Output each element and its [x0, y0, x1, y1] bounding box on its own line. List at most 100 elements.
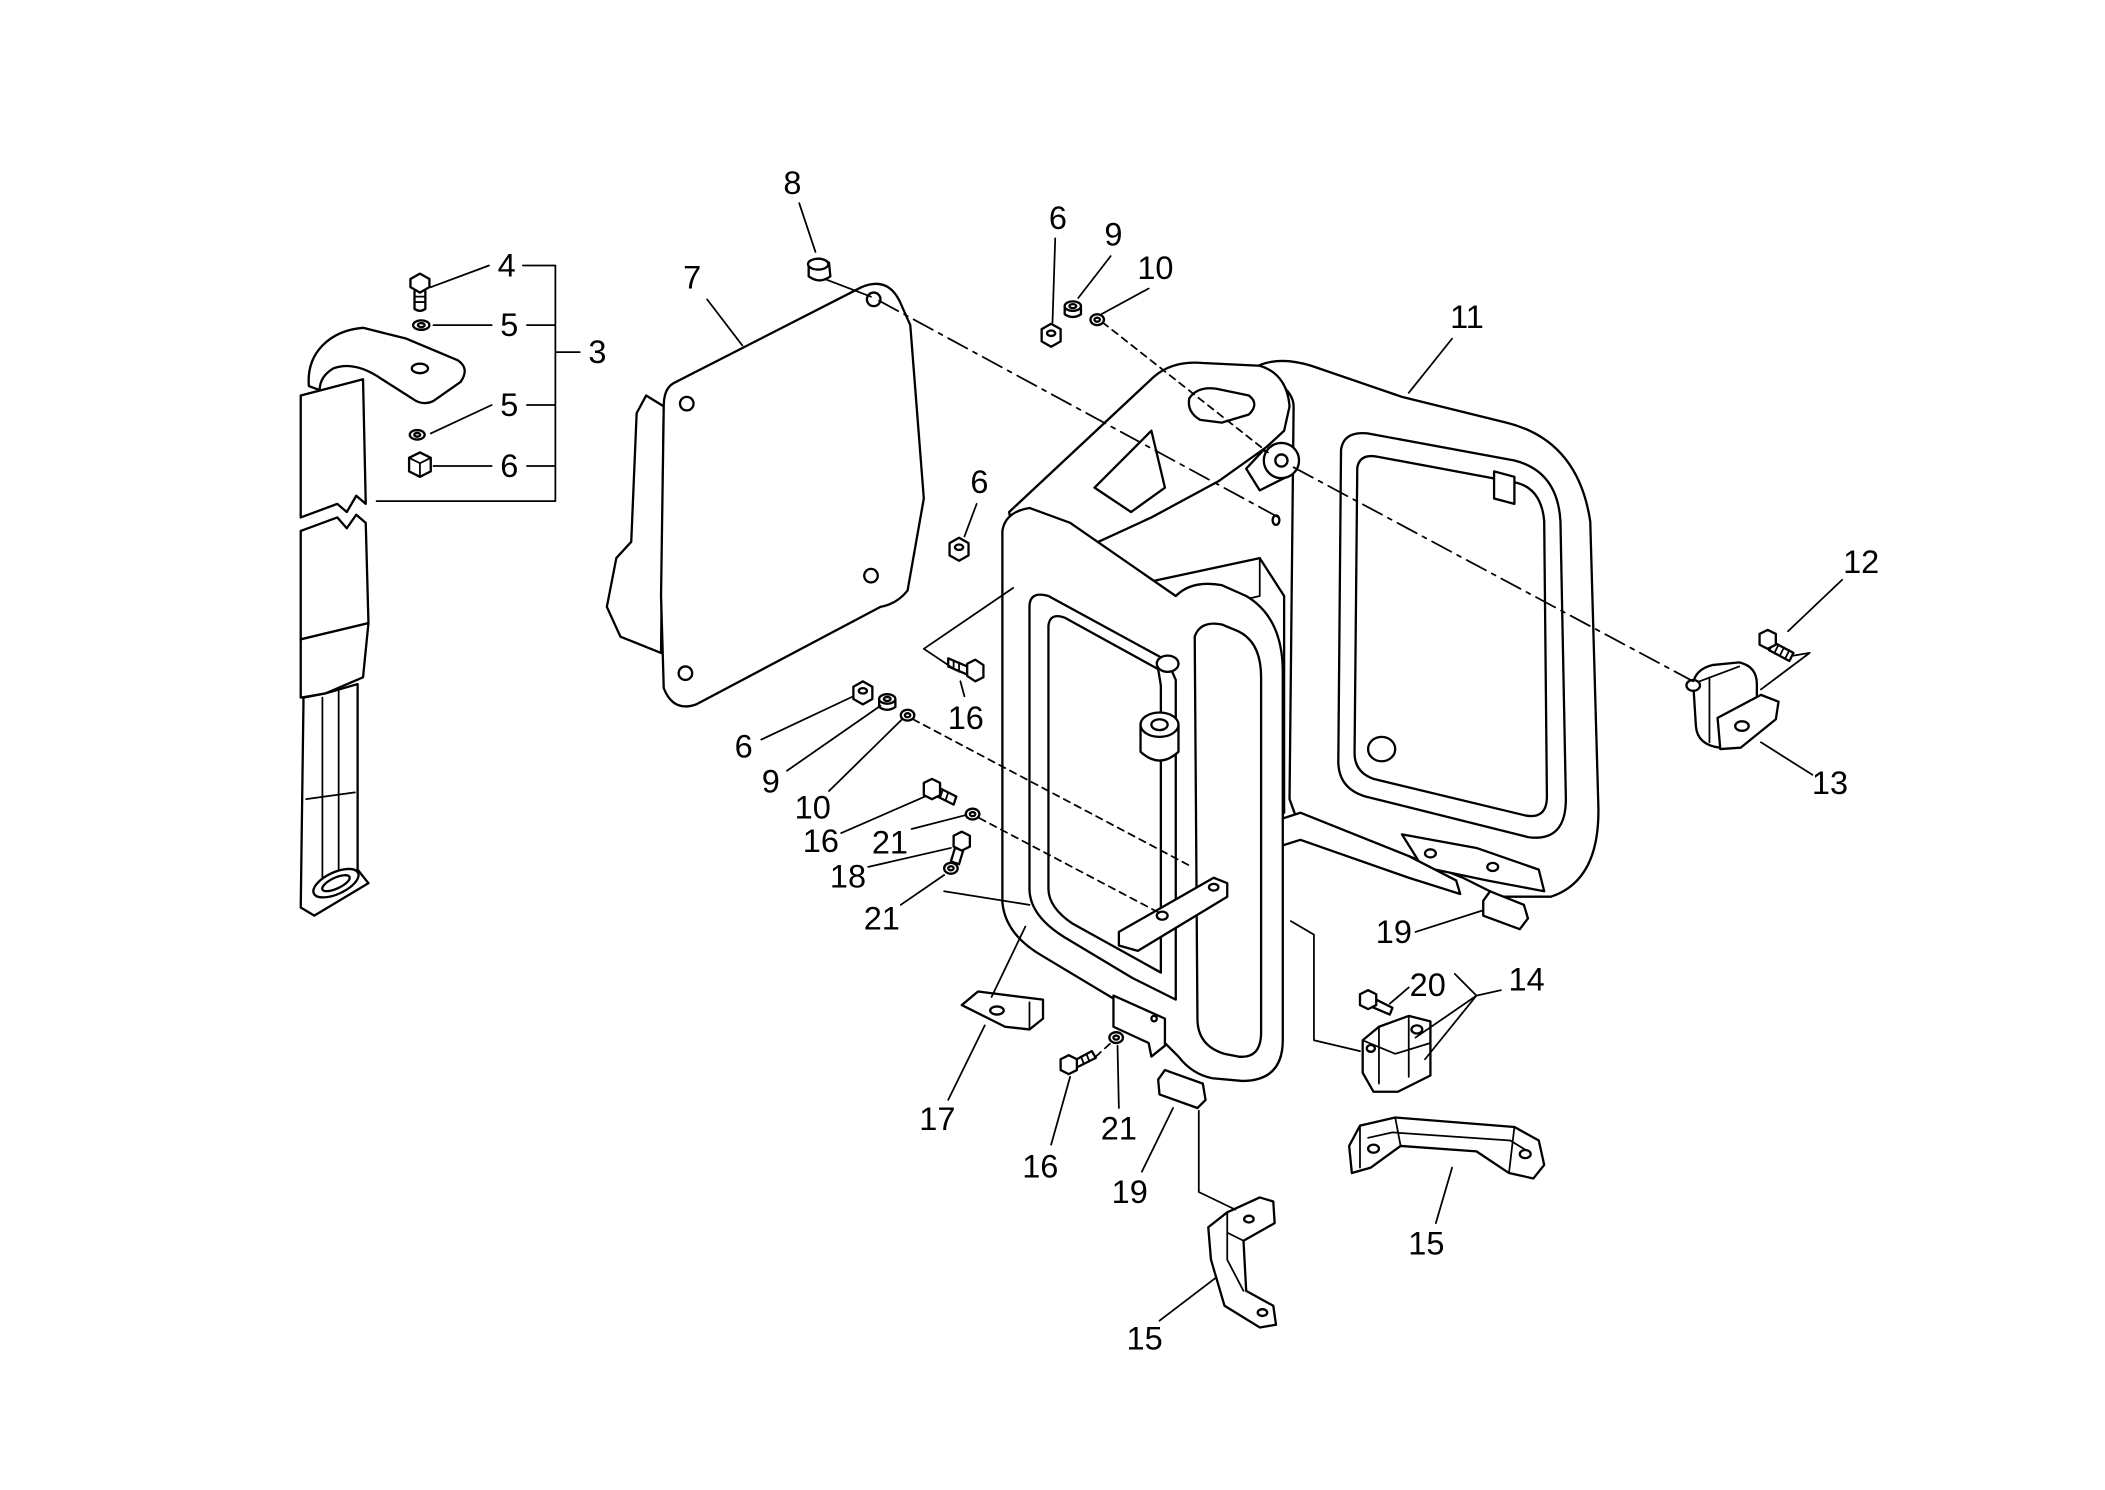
bolt-thread	[1080, 1052, 1090, 1065]
callout-20: 20	[1410, 967, 1446, 1003]
panel-face	[659, 282, 925, 708]
assembly-line	[1760, 652, 1811, 691]
panel-hole	[678, 395, 695, 412]
spacer-hole	[882, 695, 892, 703]
washer-10-top	[1089, 313, 1106, 327]
leader-line	[910, 814, 966, 830]
assembly-line	[922, 586, 1015, 672]
bracket-hole	[1734, 720, 1750, 732]
frame-upper-boss	[1155, 654, 1180, 674]
leader-line	[1414, 909, 1485, 933]
washer-5-lower	[408, 428, 426, 441]
bracket-flange	[1716, 693, 1780, 751]
callout-13: 13	[1812, 765, 1848, 801]
part-clip-14	[1361, 1014, 1432, 1093]
callout-16-middle: 16	[948, 700, 984, 736]
callout-8: 8	[783, 165, 801, 201]
washer-hole	[968, 810, 977, 818]
callout-18: 18	[830, 858, 866, 894]
assembly-line	[943, 890, 1031, 998]
frame-bottom-tab-hole	[1150, 1014, 1158, 1023]
part-channel-15-right	[1347, 1116, 1546, 1180]
leader-line	[1116, 1044, 1120, 1109]
callout-21-upper: 21	[872, 825, 908, 861]
part-bracket-13	[1685, 661, 1780, 751]
panel-hole	[677, 665, 694, 682]
bracket-hole	[1243, 1214, 1255, 1224]
washer-hole	[1112, 1034, 1121, 1041]
leader-line	[1787, 578, 1844, 633]
leader-line	[706, 298, 744, 347]
leader-line	[867, 847, 952, 868]
callout-6-lower: 6	[735, 728, 753, 764]
strap-belt-edges	[305, 689, 356, 885]
spacer-hole	[1068, 302, 1078, 310]
leader-lines	[375, 202, 1844, 1322]
bracket-hole	[1256, 1308, 1269, 1318]
spacer-9-top	[1063, 300, 1083, 319]
washer-5-upper	[412, 319, 431, 331]
bolt-head-hex	[409, 272, 431, 294]
hidden-line	[912, 718, 1193, 868]
leader-line	[828, 718, 904, 792]
bracket-edge	[1695, 665, 1741, 744]
bolt-16-bottom	[1059, 1049, 1097, 1076]
leader-line	[959, 680, 966, 698]
callout-11: 11	[1450, 299, 1484, 335]
callout-6-middle: 6	[970, 464, 988, 500]
washer-hole	[416, 321, 426, 329]
nut-6-lower	[852, 680, 874, 706]
frame-front-rail-opening	[1047, 614, 1163, 974]
callout-15-bottom: 15	[1127, 1320, 1163, 1356]
frame-top-slot	[1187, 387, 1256, 424]
frame-back-opening	[1353, 454, 1549, 818]
nut-6-middle	[948, 536, 970, 562]
callout-5-upper: 5	[500, 307, 518, 343]
frame-handle-opening	[1193, 622, 1263, 1058]
washer-hole	[1093, 316, 1102, 323]
channel-hole	[1366, 1143, 1381, 1154]
leader-line	[786, 704, 882, 772]
clip-hole	[1410, 1024, 1424, 1035]
callout-19-bottom: 19	[1112, 1174, 1148, 1210]
washer-21-lower	[942, 861, 959, 875]
leader-line	[1407, 337, 1453, 394]
washer-21-upper	[964, 807, 981, 821]
frame-mount-hole	[1423, 848, 1437, 859]
leader-line	[760, 695, 855, 741]
panel-hole	[865, 291, 882, 308]
pad-19-bottom	[1157, 1068, 1207, 1110]
leader-line	[1077, 255, 1112, 299]
part-bracket-17	[960, 990, 1045, 1031]
assembly-line	[1197, 1109, 1237, 1211]
part-frame-11	[1001, 359, 1600, 1083]
callout-7: 7	[683, 260, 701, 296]
leader-line	[1100, 287, 1150, 316]
callout-16-lower: 16	[803, 823, 839, 859]
bracket-body	[1207, 1196, 1278, 1329]
leader-line	[429, 264, 490, 289]
callout-19-right: 19	[1376, 914, 1412, 950]
part-panel-7	[605, 282, 925, 708]
strap-lower-pad	[299, 513, 370, 641]
washer-hole	[947, 865, 955, 872]
panel-hole	[863, 567, 879, 584]
bolt-20	[1358, 989, 1394, 1016]
leader-line	[1388, 986, 1410, 1005]
frame-pivot-hole	[1274, 453, 1289, 468]
frame-top-gusset	[1093, 429, 1167, 514]
washer-hole	[413, 431, 422, 438]
nut-hole	[953, 543, 965, 552]
bolt-head-hex	[922, 777, 942, 801]
nut-6-top	[1040, 322, 1062, 348]
washer-21-bottom	[1108, 1031, 1125, 1045]
bolt-thread	[413, 295, 427, 303]
centerline	[878, 299, 1280, 519]
frame-mount-hole	[1486, 861, 1500, 873]
callout-15-right: 15	[1408, 1225, 1444, 1261]
callout-labels: 4 5 3 5 6 8 7 6 9 10 11 6 16 6 9 10 16 2…	[498, 165, 1880, 1356]
hidden-line	[978, 817, 1161, 914]
callout-10-top: 10	[1137, 250, 1173, 286]
bolt-12	[1758, 628, 1795, 663]
